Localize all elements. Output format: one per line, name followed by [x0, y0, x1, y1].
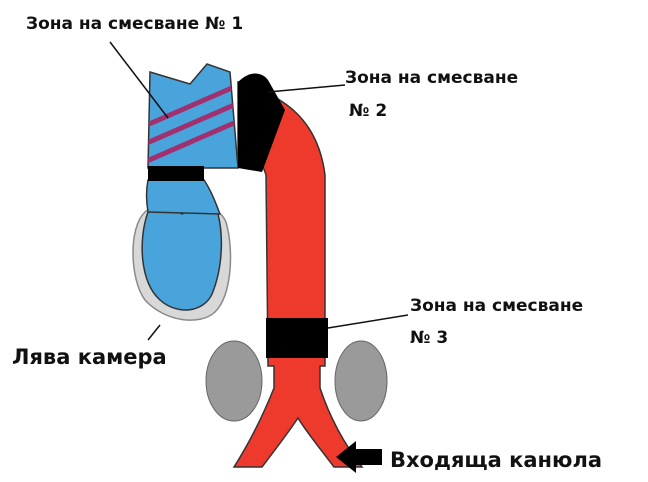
lv-leader-line: [148, 325, 160, 340]
lv-outflow: [147, 180, 221, 214]
zone-2-label-line2: № 2: [349, 101, 387, 121]
zone3-leader-line: [328, 315, 408, 328]
zone-3-label-line2: № 3: [410, 328, 448, 348]
left-chamber-label: Лява камера: [12, 345, 167, 370]
zone-2-label-line1: Зона на смесване: [345, 68, 518, 88]
inflow-cannula-label: Входяща канюла: [390, 448, 602, 473]
right-kidney: [335, 341, 387, 421]
mixing-zone-3-band: [266, 318, 328, 358]
left-kidney: [206, 341, 262, 421]
zone2-leader-line: [268, 85, 345, 92]
zone-3-label-line1: Зона на смесване: [410, 296, 583, 316]
atrioventricular-band: [148, 166, 204, 181]
zone-1-label: Зона на смесване № 1: [26, 14, 243, 34]
